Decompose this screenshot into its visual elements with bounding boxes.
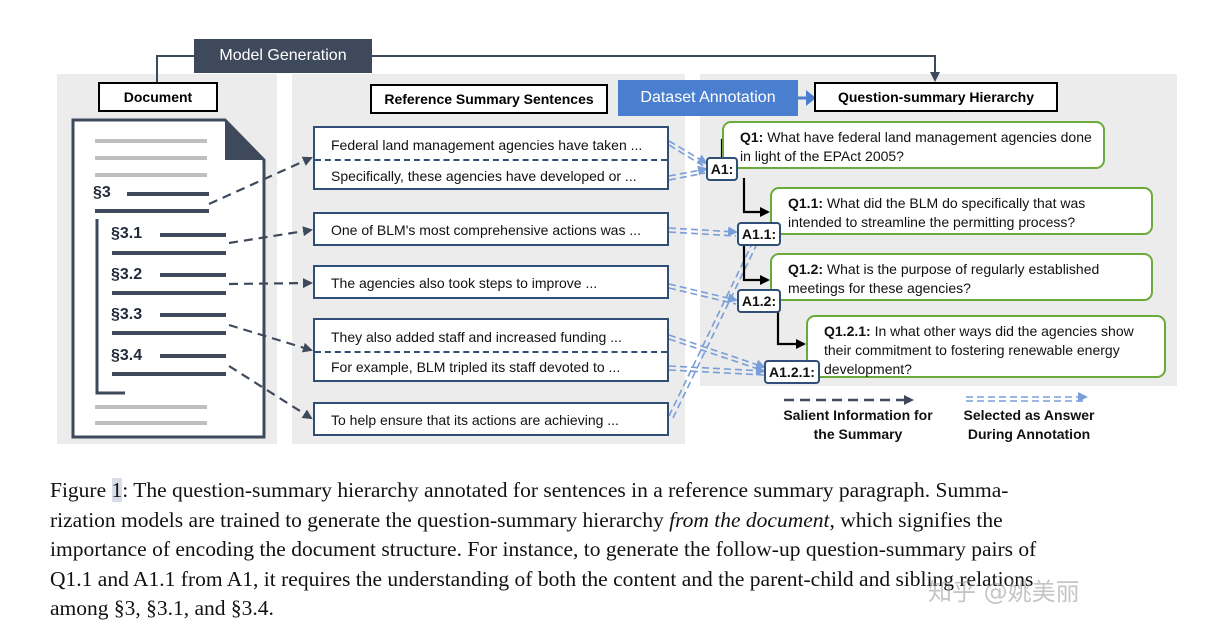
connector-layer <box>71 55 1088 439</box>
question-box: Q1.2.1: In what other ways did the agenc… <box>806 315 1166 378</box>
question-text: What have federal land management agenci… <box>740 129 1092 164</box>
question-id: Q1.2.1: <box>824 323 871 339</box>
question-text: What did the BLM do specifically that wa… <box>788 195 1086 230</box>
question-text: What is the purpose of regularly establi… <box>788 261 1100 296</box>
question-id: Q1: <box>740 129 764 145</box>
caption-figure-number: 1 <box>111 478 123 502</box>
sentence-box: One of BLM's most comprehensive actions … <box>313 212 669 246</box>
caption-line: Figure 1: The question-summary hierarchy… <box>50 476 1186 506</box>
hierarchy-header: Question-summary Hierarchy <box>814 82 1058 112</box>
caption-line: among §3, §3.1, and §3.4. <box>50 596 274 620</box>
answer-box: A1.2: <box>737 289 781 313</box>
sentence-text: Federal land management agencies have ta… <box>331 137 643 153</box>
sentence-box: Federal land management agencies have ta… <box>313 126 669 190</box>
answer-arrows <box>668 140 766 419</box>
caption-text: : The question-summary hierarchy annotat… <box>122 478 1009 502</box>
answer-box: A1.1: <box>737 222 781 246</box>
sentence-text: For example, BLM tripled its staff devot… <box>331 359 621 375</box>
legend-selected-label: Selected as Answer During Annotation <box>963 407 1095 442</box>
answer-box: A1: <box>706 157 738 181</box>
document-header: Document <box>98 82 218 112</box>
figure-diagram: Model Generation Document Reference Summ… <box>57 39 1177 444</box>
caption-line: importance of encoding the document stru… <box>50 537 1037 561</box>
section-label: §3 <box>93 184 111 201</box>
legend-salient-label: Salient Information for the Summary <box>783 407 933 442</box>
question-text: In what other ways did the agencies show… <box>824 323 1134 377</box>
salient-arrows <box>208 156 313 420</box>
caption-italic: from the document <box>669 507 830 532</box>
question-box: Q1.1: What did the BLM do specifically t… <box>770 187 1153 235</box>
watermark: 知乎 @姚美丽 <box>928 578 1080 606</box>
caption-line: rization models are trained to generate … <box>50 506 1186 536</box>
answer-box: A1.2.1: <box>764 360 820 384</box>
section-label: §3.1 <box>111 225 143 242</box>
question-id: Q1.2: <box>788 261 824 277</box>
figure-caption: Figure 1: The question-summary hierarchy… <box>50 476 1186 624</box>
question-box: Q1.2: What is the purpose of regularly e… <box>770 253 1153 301</box>
dataset-annotation-label: Dataset Annotation <box>618 80 798 116</box>
annotation-arrow <box>798 90 816 106</box>
sentence-text: The agencies also took steps to improve … <box>331 275 598 291</box>
reference-header: Reference Summary Sentences <box>370 84 608 114</box>
section-label: §3.3 <box>111 306 143 323</box>
caption-text: , which signifies the <box>829 507 1003 532</box>
sentence-box: To help ensure that its actions are achi… <box>313 402 669 436</box>
question-box: Q1: What have federal land management ag… <box>722 121 1105 169</box>
document-icon <box>71 118 266 439</box>
sentence-box: The agencies also took steps to improve … <box>313 265 669 299</box>
sentence-text: They also added staff and increased fund… <box>331 329 622 345</box>
sentence-text: Specifically, these agencies have develo… <box>331 168 637 184</box>
section-label: §3.4 <box>111 347 143 364</box>
caption-text: rization models are trained to generate … <box>50 507 670 532</box>
model-generation-path <box>156 55 940 82</box>
sentence-box: They also added staff and increased fund… <box>313 318 669 382</box>
sentence-text: To help ensure that its actions are achi… <box>331 412 619 428</box>
section-label: §3.2 <box>111 266 143 283</box>
caption-figure-label: Figure <box>50 478 112 502</box>
model-generation-banner: Model Generation <box>194 39 372 73</box>
caption-line: Q1.1 and A1.1 from A1, it requires the u… <box>50 566 1034 591</box>
question-id: Q1.1: <box>788 195 824 211</box>
sentence-text: One of BLM's most comprehensive actions … <box>331 222 642 238</box>
